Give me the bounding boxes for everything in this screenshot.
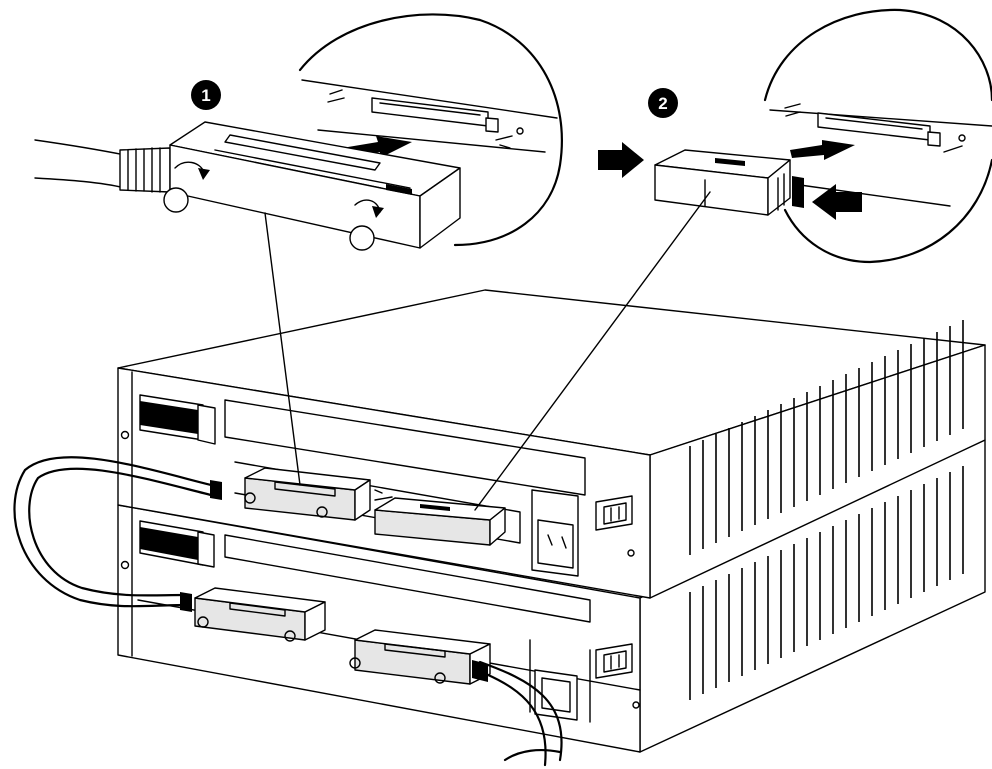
step-2-number: 2 xyxy=(658,94,667,113)
lower-power-outlet xyxy=(534,669,578,721)
leader-line-1 xyxy=(264,212,301,486)
lower-side-vents xyxy=(689,466,964,700)
lower-card-ejector xyxy=(139,520,215,568)
cable-ferrule-1 xyxy=(119,147,171,193)
upper-unit xyxy=(117,289,986,599)
squeeze-arrow-right xyxy=(812,184,862,220)
lower-power-switch xyxy=(595,643,640,709)
step-1-badge xyxy=(191,80,221,110)
insert-arrow-2 xyxy=(790,140,855,160)
squeeze-arrow-left xyxy=(598,142,644,178)
callout-1-connect-cable: 1 xyxy=(34,13,563,486)
upper-power-outlet xyxy=(531,489,579,577)
leader-line-2 xyxy=(474,191,711,511)
terminator xyxy=(654,149,804,216)
port-in-magnifier-2 xyxy=(784,103,966,153)
magnifier-circle-2 xyxy=(763,8,992,264)
terminator-mounted xyxy=(374,497,506,546)
port-in-magnifier-1 xyxy=(327,89,524,149)
scsi-cable-loop xyxy=(13,456,222,612)
step-1-number: 1 xyxy=(201,86,210,105)
scsi-cable-connector-lower-left xyxy=(194,587,326,642)
callout-2-install-terminator: 2 xyxy=(474,8,992,511)
step-2-badge xyxy=(648,88,678,118)
upper-card-ejector xyxy=(139,394,216,445)
cable-connector-1 xyxy=(163,121,461,251)
magnifier-circle-1 xyxy=(298,13,563,247)
upper-power-switch xyxy=(595,495,635,557)
scsi-cable-connector-upper xyxy=(244,467,371,521)
lower-unit xyxy=(117,439,986,753)
upper-side-vents xyxy=(689,320,964,555)
scsi-cable-tail xyxy=(472,660,563,767)
